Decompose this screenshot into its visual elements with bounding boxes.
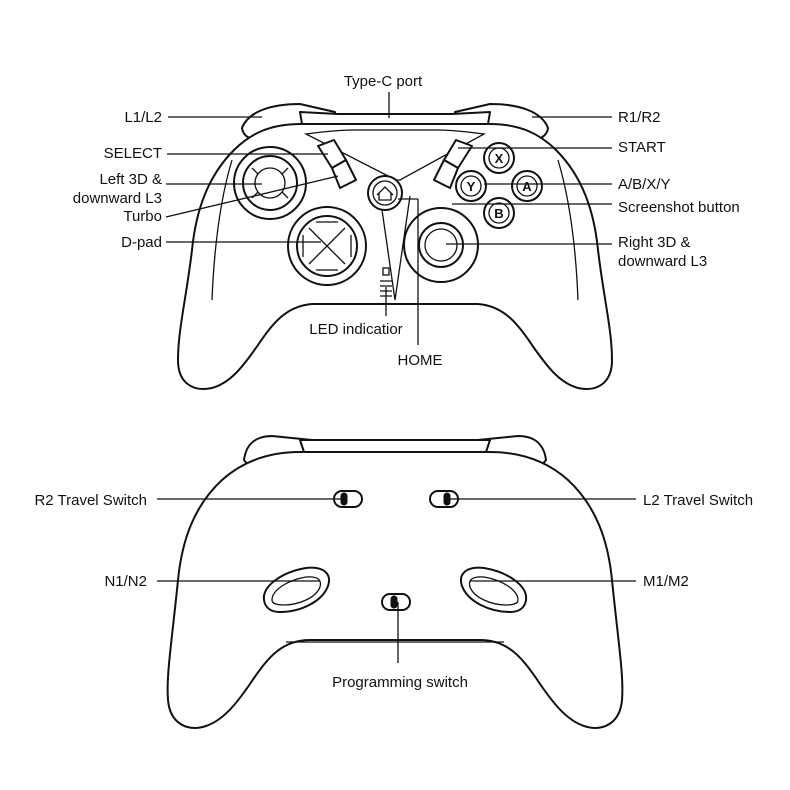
back-leader-lines (157, 498, 636, 663)
right-grip-groove (557, 159, 579, 301)
face-button-a-label: A (522, 179, 532, 194)
left-grip-groove (211, 159, 233, 301)
center-lower-panel (379, 195, 411, 301)
n1-n2-paddle[interactable] (262, 566, 330, 613)
label-right-3d-line1: Right 3D & (618, 234, 691, 251)
label-turbo: Turbo (123, 208, 162, 225)
right-stick[interactable] (403, 207, 479, 283)
face-button-b[interactable]: B (483, 197, 515, 229)
back-controller: R2 Travel Switch L2 Travel Switch N1/N2 … (34, 435, 753, 729)
turbo-button[interactable] (331, 159, 357, 189)
led-indicator (380, 267, 392, 297)
back-body (166, 451, 624, 729)
front-leader-lines (165, 92, 612, 345)
label-abxy: A/B/X/Y (618, 176, 671, 193)
label-type-c-port: Type-C port (344, 73, 423, 90)
home-button[interactable] (367, 175, 403, 211)
screenshot-button[interactable] (433, 159, 459, 189)
label-n1-n2: N1/N2 (104, 573, 147, 590)
face-button-y-label: Y (467, 179, 476, 194)
label-left-3d-line1: Left 3D & (99, 171, 162, 188)
face-button-x[interactable]: X (483, 142, 515, 174)
label-screenshot-button: Screenshot button (618, 199, 740, 216)
programming-switch[interactable] (381, 593, 411, 611)
face-button-b-label: B (494, 206, 503, 221)
left-stick[interactable] (233, 146, 307, 220)
label-start: START (618, 139, 666, 156)
label-m1-m2: M1/M2 (643, 573, 689, 590)
face-button-a[interactable]: A (511, 170, 543, 202)
label-r1-r2: R1/R2 (618, 109, 661, 126)
label-right-3d-line2: downward L3 (618, 253, 707, 270)
label-l1-l2: L1/L2 (124, 109, 162, 126)
label-led-indicator: LED indicatior (309, 321, 402, 338)
center-panel (303, 129, 487, 181)
label-programming-switch: Programming switch (332, 674, 468, 691)
label-select: SELECT (104, 145, 162, 162)
face-button-y[interactable]: Y (455, 170, 487, 202)
top-edge-bar (299, 439, 491, 453)
top-bumper-bar (299, 111, 491, 125)
front-controller: X Y A B (73, 73, 740, 390)
label-left-3d-line2: downward L3 (73, 190, 162, 207)
label-l2-travel-switch: L2 Travel Switch (643, 492, 753, 509)
label-home: HOME (398, 352, 443, 369)
label-r2-travel-switch: R2 Travel Switch (34, 492, 147, 509)
d-pad[interactable] (287, 206, 367, 286)
face-button-x-label: X (495, 151, 504, 166)
label-d-pad: D-pad (121, 234, 162, 251)
